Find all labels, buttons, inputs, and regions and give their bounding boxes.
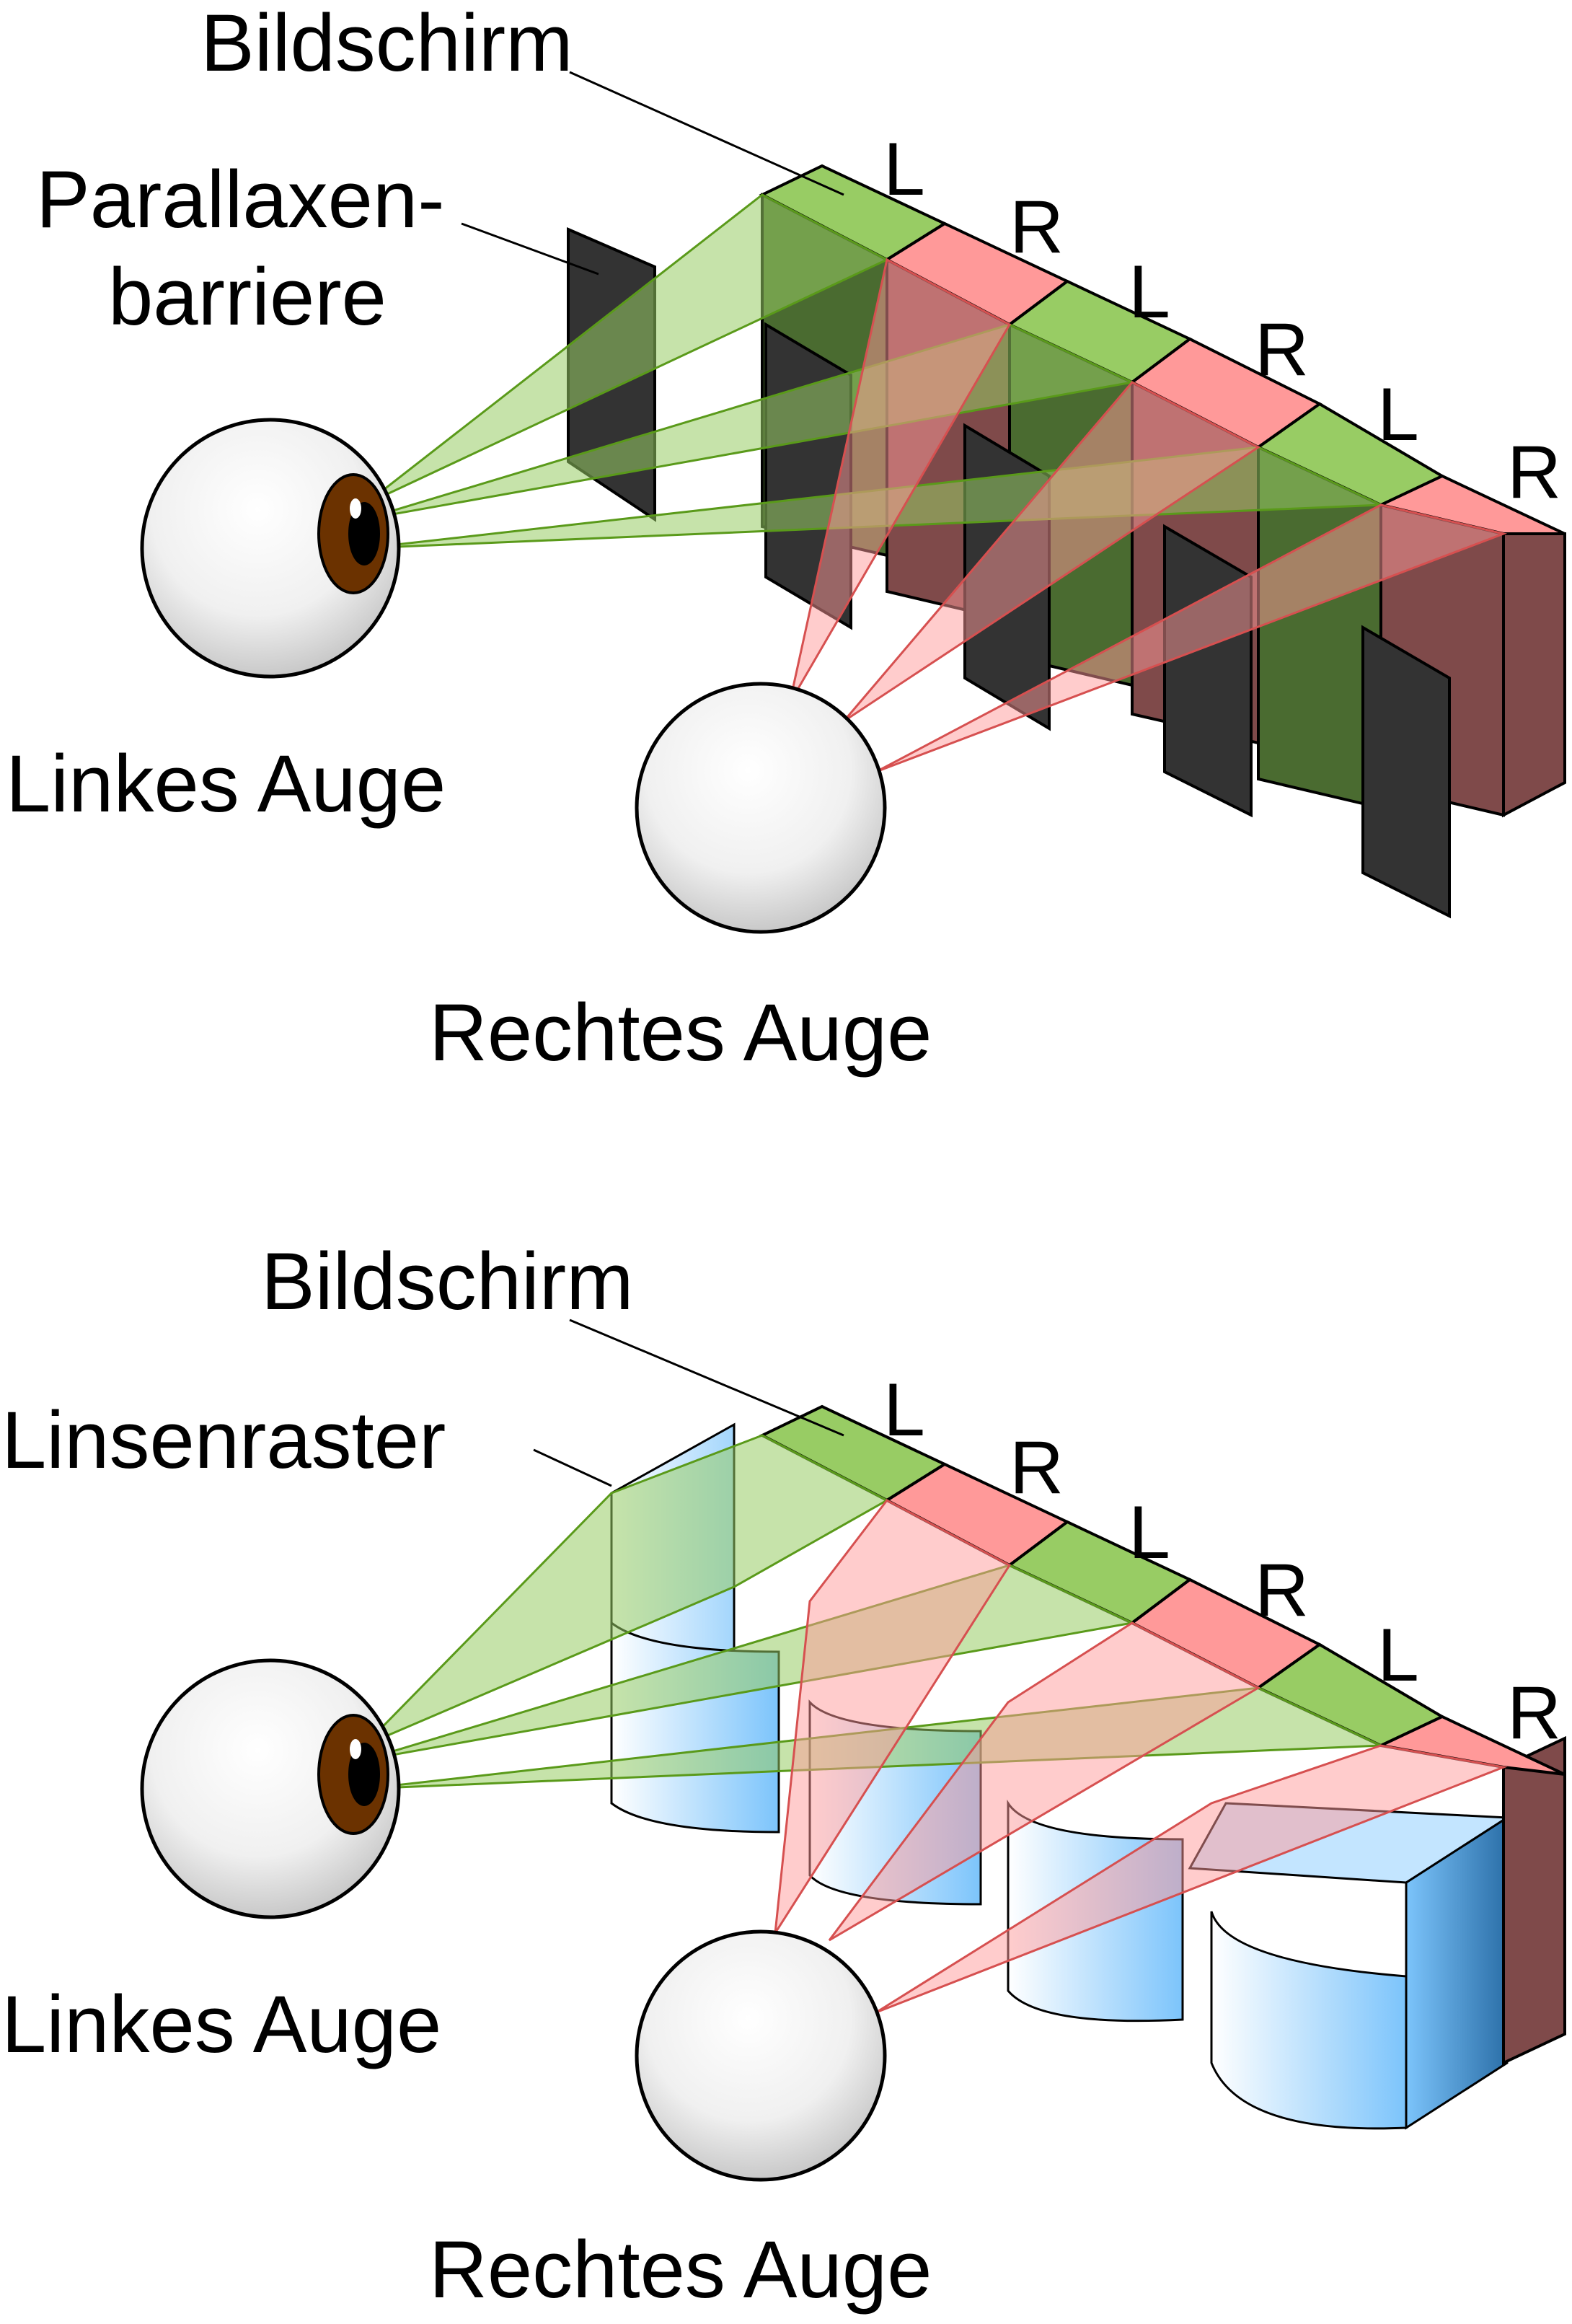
top-left-eye-label: Linkes Auge (6, 739, 446, 829)
top-screen-label: Bildschirm (200, 0, 573, 88)
top-right-eye-label: Rechtes Auge (429, 987, 932, 1078)
bottom-strip-label-5: L (1377, 1614, 1419, 1697)
top-light-rays (363, 193, 1508, 773)
top-strip-label-2: R (1010, 185, 1064, 269)
bottom-strip-label-2: R (1010, 1426, 1064, 1510)
top-barrier-label-line2: barriere (108, 252, 387, 342)
bottom-right-eye-label: Rechtes Auge (429, 2224, 932, 2315)
bottom-strip-label-4: R (1255, 1549, 1309, 1632)
bottom-left-eye (140, 1658, 401, 1919)
bottom-lens-label: Linsenraster (1, 1395, 446, 1485)
bottom-left-eye-label: Linkes Auge (1, 1979, 441, 2069)
bottom-light-rays (363, 1434, 1508, 2014)
top-barrier-label-line1: Parallaxen- (36, 154, 445, 245)
bottom-screen-leader-line (569, 1319, 844, 1437)
top-strip-label-5: L (1377, 373, 1419, 457)
bottom-right-eye (635, 1929, 887, 2182)
top-right-eye (635, 682, 887, 934)
bottom-strip-label-3: L (1129, 1491, 1170, 1575)
top-left-eye (140, 418, 401, 679)
bottom-screen-label: Bildschirm (261, 1236, 634, 1326)
top-barrier-leader-line (461, 222, 599, 276)
bottom-lens-leader-line (533, 1448, 612, 1487)
top-panel: Bildschirm Parallaxen- barriere Linkes A… (6, 0, 1566, 1078)
top-screen-leader-line (569, 71, 844, 196)
top-strip-label-6: R (1507, 431, 1561, 514)
bottom-screen-sides (1502, 1735, 1566, 2066)
top-strip-label-4: R (1255, 308, 1309, 392)
bottom-panel: Bildschirm Linsenraster Linkes Auge Rech… (1, 1236, 1566, 2315)
bottom-strip-label-6: R (1507, 1671, 1561, 1755)
top-strip-label-1: L (883, 128, 925, 211)
bottom-strip-label-1: L (883, 1368, 925, 1452)
top-strip-label-3: L (1129, 250, 1170, 334)
